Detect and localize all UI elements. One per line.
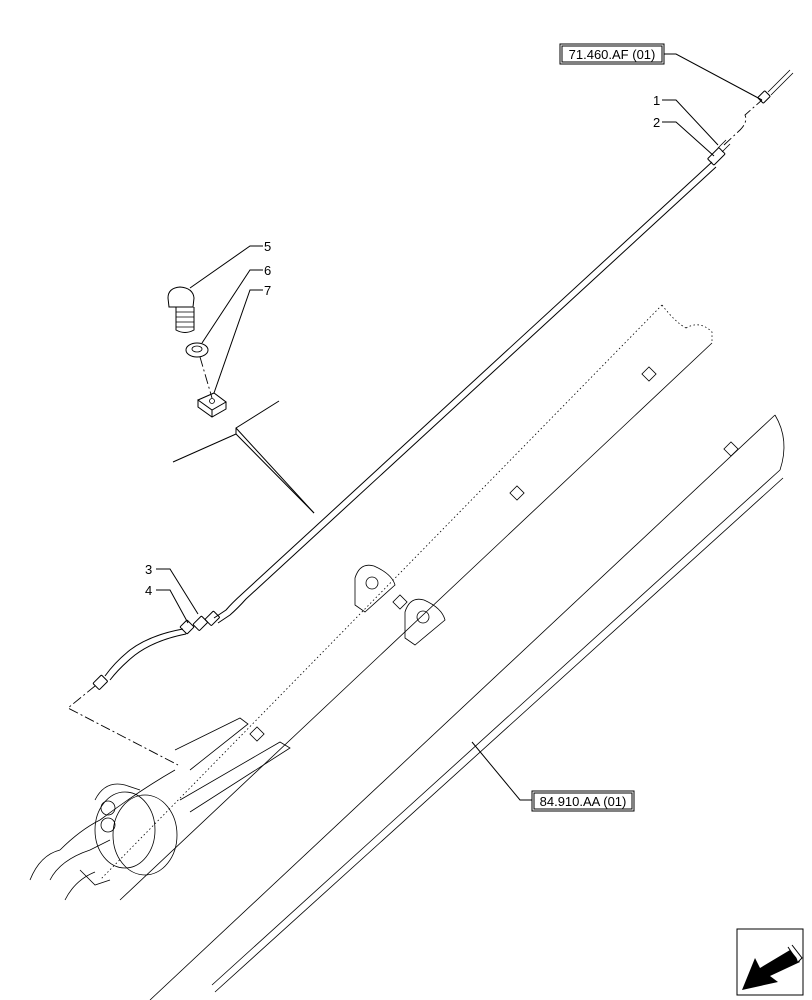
callout-3: 3 xyxy=(145,562,152,577)
boom-structure xyxy=(29,304,785,1000)
top-fitting xyxy=(707,139,731,166)
bottom-reference-leader xyxy=(471,741,532,801)
hydraulic-pipe xyxy=(213,161,717,624)
detail-indicator xyxy=(172,400,315,514)
reference-box-bottom[interactable]: 84.910.AA (01) xyxy=(531,790,635,812)
reference-box-top[interactable]: 71.460.AF (01) xyxy=(559,43,763,101)
callout-4: 4 xyxy=(145,583,152,598)
callout-2: 2 xyxy=(653,115,660,130)
lower-fittings-and-hose xyxy=(67,610,220,766)
callout-1: 1 xyxy=(653,93,660,108)
callout-7: 7 xyxy=(264,283,271,298)
callout-6: 6 xyxy=(264,263,271,278)
callout-5: 5 xyxy=(264,239,271,254)
reference-label-bottom: 84.910.AA (01) xyxy=(540,794,627,809)
top-continuation xyxy=(723,69,794,146)
reference-label-top: 71.460.AF (01) xyxy=(569,47,656,62)
next-page-arrow-icon[interactable] xyxy=(736,928,804,996)
clamp-assembly xyxy=(167,286,227,418)
callout-leaders xyxy=(156,99,719,624)
